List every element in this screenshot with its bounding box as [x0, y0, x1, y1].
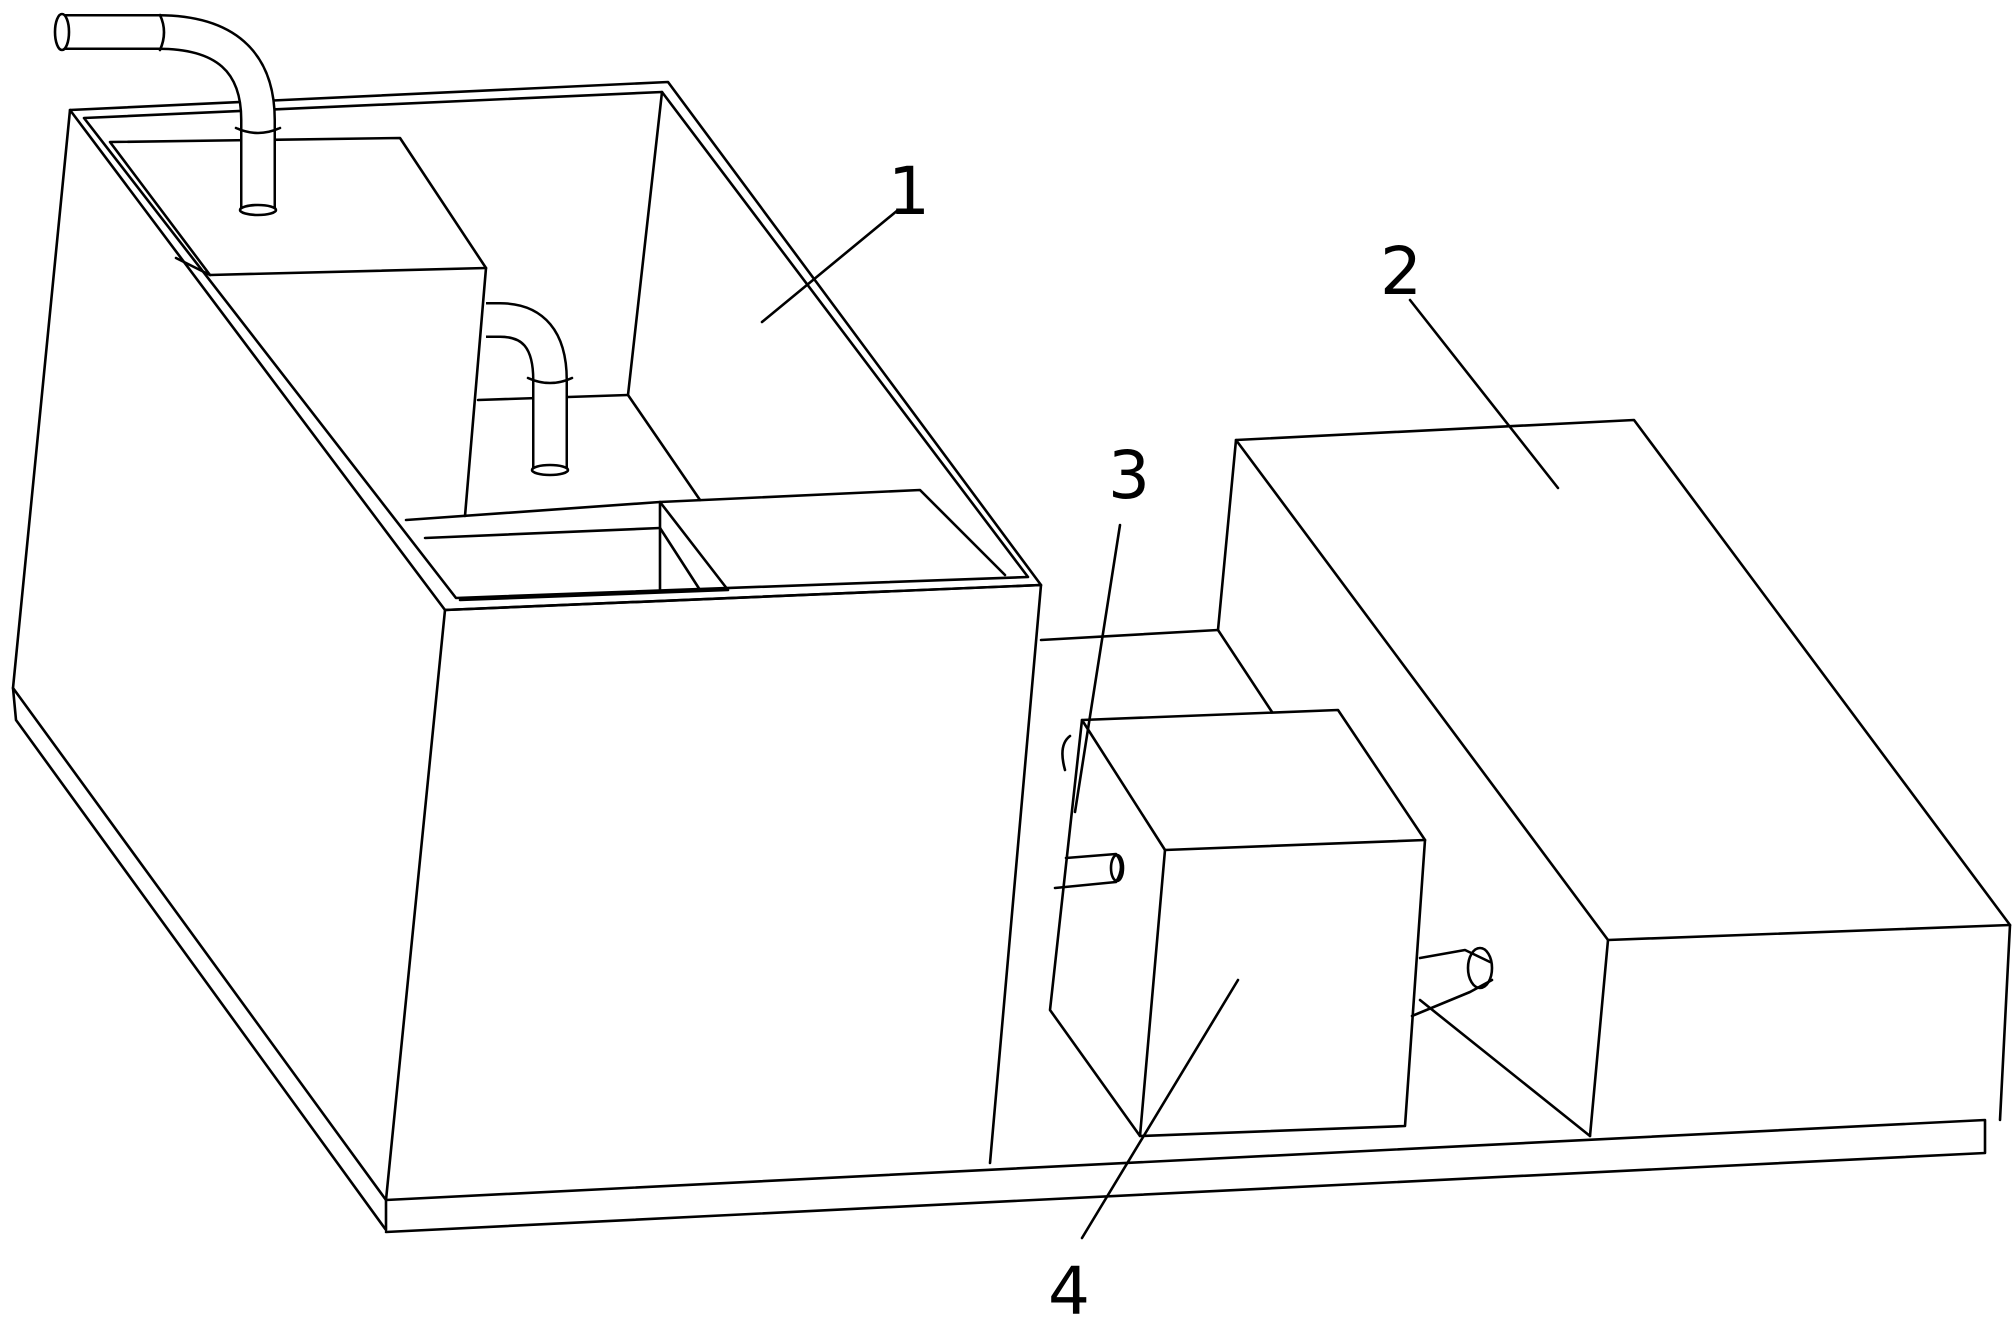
label-1: 1 [888, 153, 930, 230]
label-2: 2 [1380, 233, 1422, 310]
inner-hose [482, 302, 574, 477]
pump-box [1048, 708, 1427, 1138]
leader-line-2 [1408, 298, 1560, 490]
leader-line-1 [760, 208, 900, 324]
connector-pipe [1053, 734, 1125, 890]
inner-box [108, 136, 488, 518]
label-4: 4 [1048, 1253, 1090, 1328]
leader-line-3 [1073, 523, 1122, 814]
transfer-pipe [1410, 946, 1494, 1018]
tank [11, 80, 1987, 1234]
cabinet [1039, 418, 2012, 1138]
inlet-hose [53, 12, 282, 217]
leader-line-4 [1080, 978, 1240, 1240]
leader-lines [760, 208, 1560, 1240]
divider-plate [404, 488, 1007, 602]
label-3: 3 [1108, 437, 1150, 514]
